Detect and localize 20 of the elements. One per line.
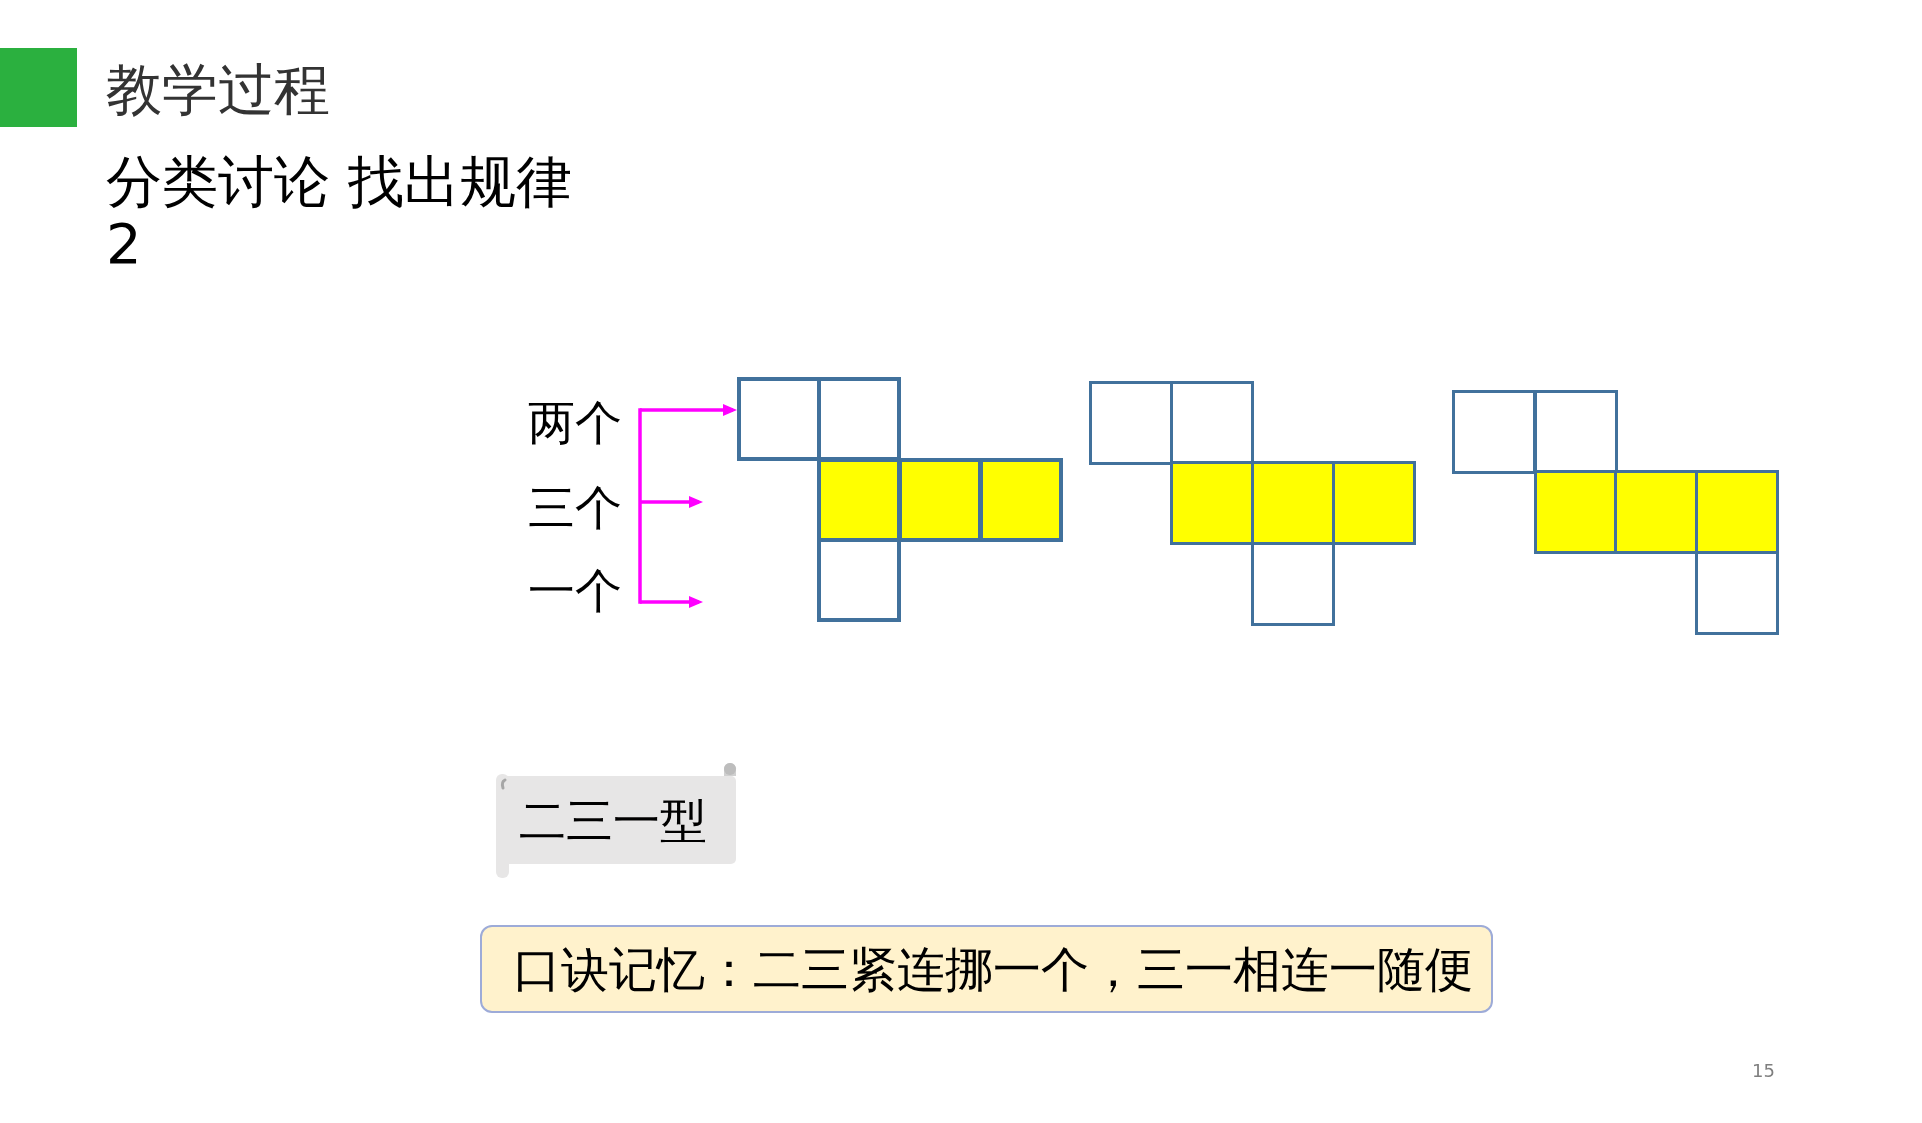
- net-square: [1332, 461, 1416, 545]
- net-square: [1614, 470, 1698, 554]
- arrow: [640, 496, 703, 508]
- page-number: 15: [1752, 1060, 1775, 1082]
- slide-title: 教学过程: [106, 56, 330, 123]
- arrow: [640, 596, 703, 608]
- net-square: [1452, 390, 1536, 474]
- net-square: [1251, 461, 1335, 545]
- net-square: [979, 458, 1063, 542]
- count-label: 一个: [528, 563, 634, 619]
- net-square: [1251, 542, 1335, 626]
- count-label: 两个: [528, 395, 634, 451]
- net-square: [1170, 461, 1254, 545]
- count-label: 三个: [528, 480, 634, 536]
- net-square: [1089, 381, 1173, 465]
- arrow: [640, 404, 737, 416]
- mnemonic-panel: 口诀记忆：二三紧连挪一个，三一相连一随便: [480, 925, 1493, 1013]
- net-square: [1695, 470, 1779, 554]
- net-square: [898, 458, 982, 542]
- net-square: [1695, 551, 1779, 635]
